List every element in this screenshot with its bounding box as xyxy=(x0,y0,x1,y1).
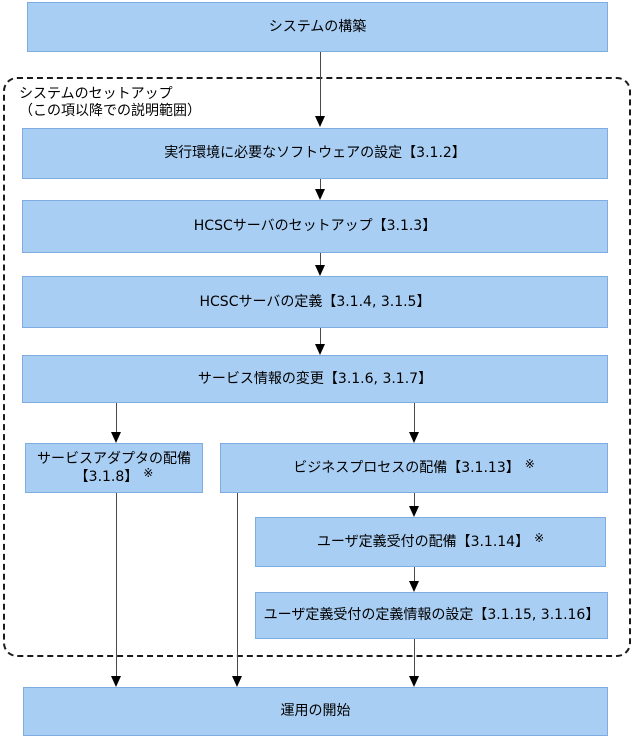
flow-box-system-build: システムの構築 xyxy=(27,2,608,52)
group-label-line2: （この項以降での説明範囲） xyxy=(19,102,201,119)
arrow-user-deploy-to-user-define xyxy=(409,567,419,592)
arrowhead-icon xyxy=(409,506,419,517)
arrow-business-process-to-operation xyxy=(232,493,242,687)
arrow-service-info-to-adapter xyxy=(111,403,121,443)
arrowhead-icon xyxy=(409,432,419,443)
flow-box-service-adapter-deploy: サービスアダプタの配備 【3.1.8】 ※ xyxy=(25,443,203,493)
flow-box-label-line2: 【3.1.8】 xyxy=(74,469,139,485)
setup-scope-group-border xyxy=(3,77,631,657)
flow-box-label: サービス情報の変更【3.1.6, 3.1.7】 xyxy=(197,370,433,387)
arrow-define-to-service-info xyxy=(315,328,325,355)
flow-box-hcsc-server-setup: HCSCサーバのセットアップ【3.1.3】 xyxy=(22,200,608,253)
flow-box-label-line1: サービスアダプタの配備 xyxy=(37,450,191,467)
arrow-hcsc-setup-to-define xyxy=(315,253,325,276)
flow-box-business-process-deploy: ビジネスプロセスの配備【3.1.13】 ※ xyxy=(220,443,608,493)
flow-box-label: HCSCサーバのセットアップ【3.1.3】 xyxy=(193,218,437,235)
arrowhead-icon xyxy=(409,581,419,592)
group-label-line1: システムのセットアップ xyxy=(19,86,173,102)
arrow-adapter-to-operation xyxy=(111,493,121,687)
flow-box-label: システムの構築 xyxy=(268,18,367,35)
reference-mark: ※ xyxy=(143,466,154,480)
flow-box-label: ユーザ定義受付の配備【3.1.14】 xyxy=(316,533,530,550)
flow-box-label: HCSCサーバの定義【3.1.4, 3.1.5】 xyxy=(199,293,431,310)
flow-box-operation-start: 運用の開始 xyxy=(23,687,608,736)
arrowhead-icon xyxy=(315,116,325,127)
arrow-user-define-to-operation xyxy=(409,639,419,687)
arrow-software-to-hcsc-setup xyxy=(315,179,325,200)
arrowhead-icon xyxy=(315,265,325,276)
arrow-business-process-to-user-deploy xyxy=(409,493,419,517)
setup-scope-group-label: システムのセットアップ（この項以降での説明範囲） xyxy=(19,86,201,119)
arrowhead-icon xyxy=(315,189,325,200)
arrowhead-icon xyxy=(111,432,121,443)
arrowhead-icon xyxy=(409,676,419,687)
flow-box-label: 運用の開始 xyxy=(280,703,351,720)
reference-mark: ※ xyxy=(524,456,535,471)
arrow-build-to-software xyxy=(315,52,325,127)
arrowhead-icon xyxy=(315,344,325,355)
flow-box-service-info-change: サービス情報の変更【3.1.6, 3.1.7】 xyxy=(22,355,608,403)
flow-box-software-setup: 実行環境に必要なソフトウェアの設定【3.1.2】 xyxy=(22,128,608,179)
reference-mark: ※ xyxy=(534,530,545,545)
flow-box-user-reception-define: ユーザ定義受付の定義情報の設定【3.1.15, 3.1.16】 xyxy=(255,592,608,639)
flow-box-hcsc-server-define: HCSCサーバの定義【3.1.4, 3.1.5】 xyxy=(22,276,608,328)
flow-box-label: ビジネスプロセスの配備【3.1.13】 xyxy=(293,459,520,476)
arrow-service-info-to-business-process xyxy=(409,403,419,443)
flow-box-label: ユーザ定義受付の定義情報の設定【3.1.15, 3.1.16】 xyxy=(263,607,600,624)
flow-box-user-reception-deploy: ユーザ定義受付の配備【3.1.14】 ※ xyxy=(255,517,606,567)
arrowhead-icon xyxy=(111,676,121,687)
flow-box-label: 実行環境に必要なソフトウェアの設定【3.1.2】 xyxy=(164,145,466,162)
arrowhead-icon xyxy=(232,676,242,687)
